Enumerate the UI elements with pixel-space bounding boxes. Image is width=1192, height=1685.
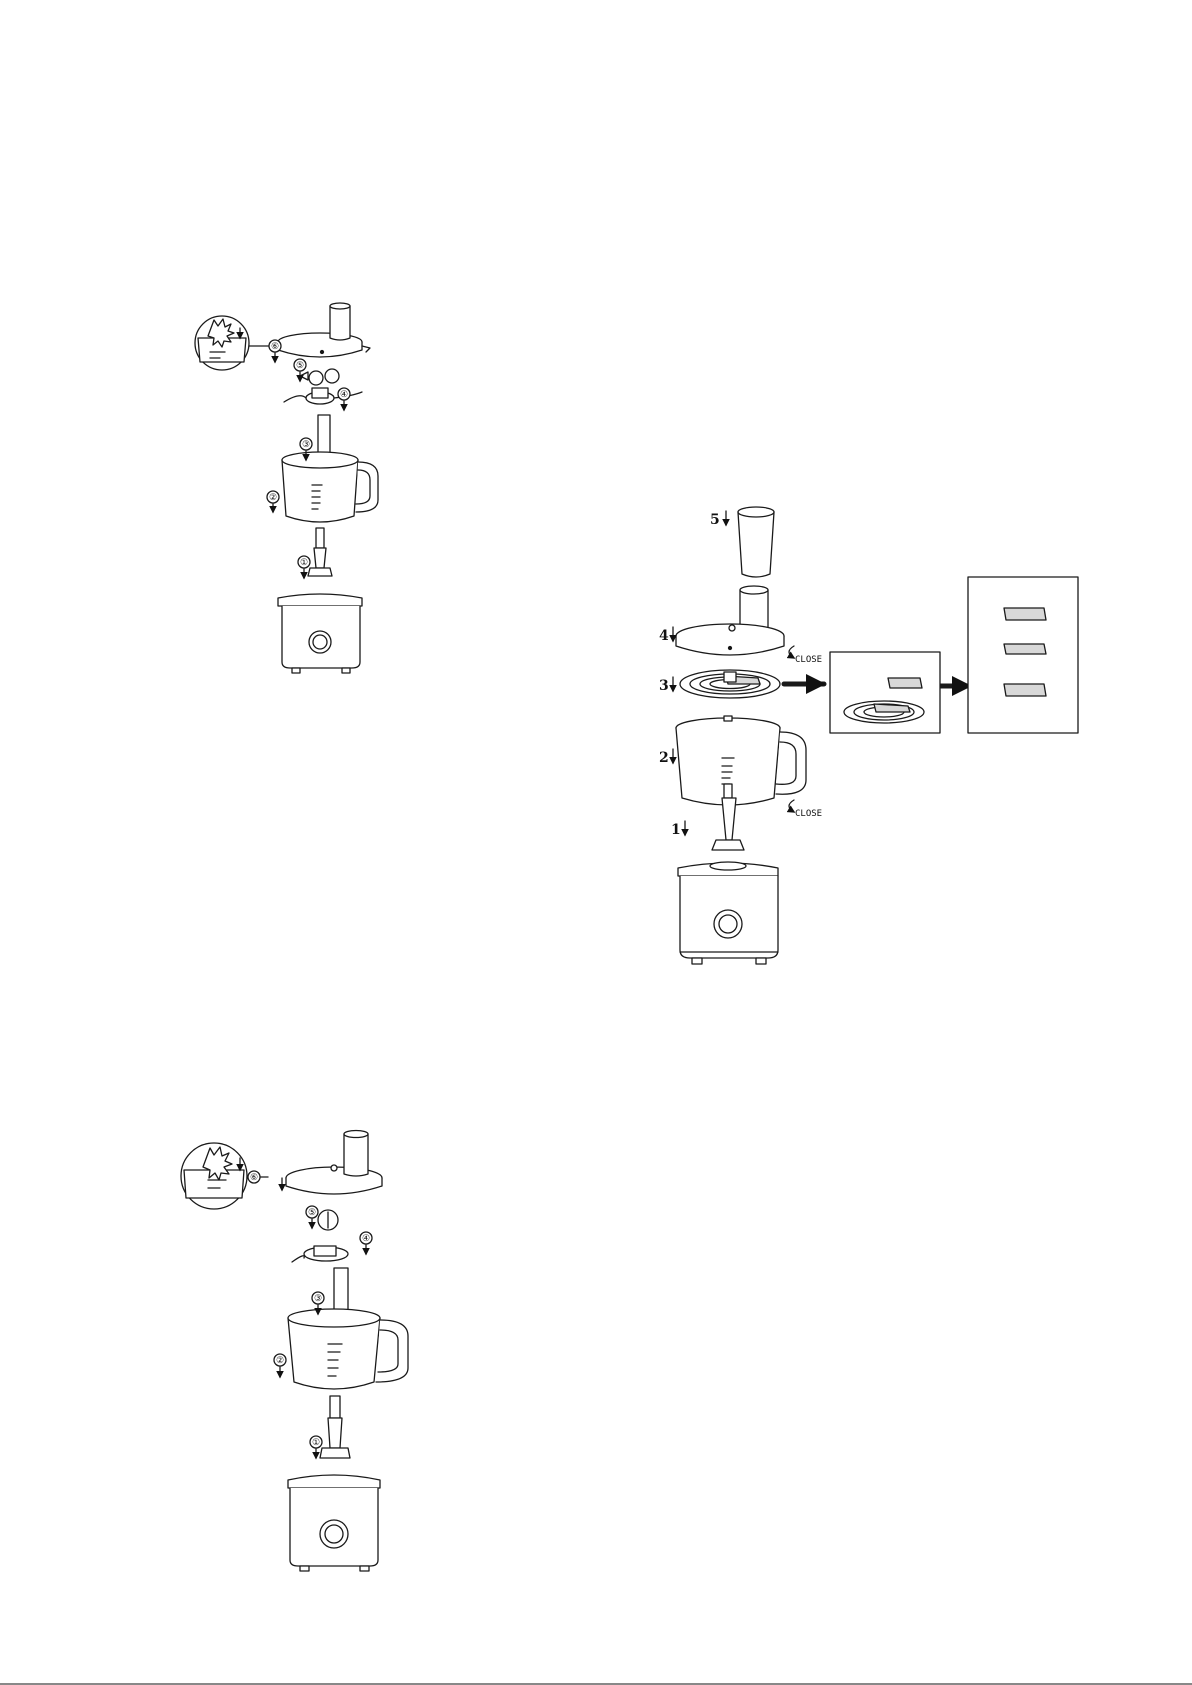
step-1-marker: 1 bbox=[671, 821, 685, 838]
work-bowl bbox=[676, 716, 806, 805]
blade-options-box bbox=[968, 577, 1078, 733]
step-4-marker: 4 bbox=[659, 627, 673, 644]
motor-base bbox=[288, 1475, 380, 1571]
close-label-bowl: CLOSE bbox=[795, 809, 822, 819]
step-6-label: ⑥ bbox=[250, 1173, 258, 1183]
close-label-lid: CLOSE bbox=[795, 655, 822, 665]
close-indicator-lid: CLOSE bbox=[789, 646, 822, 665]
step-3-label: ③ bbox=[302, 440, 310, 450]
step-4-label: ④ bbox=[362, 1234, 370, 1244]
slicing-disc bbox=[680, 670, 780, 698]
kneading-assembly-diagram: ① ② ③ ④ ⑤ bbox=[181, 1131, 408, 1572]
step-5-label: 5 bbox=[710, 512, 720, 528]
step-6-marker: ⑥ bbox=[248, 1171, 260, 1183]
lid-lock-inset bbox=[181, 1143, 247, 1209]
food-pusher bbox=[738, 507, 774, 577]
step-6-label: ⑥ bbox=[271, 342, 279, 352]
drive-shaft bbox=[308, 528, 332, 576]
kneading-accessory bbox=[318, 1210, 338, 1230]
motor-base bbox=[278, 594, 362, 673]
step-3-label: 3 bbox=[659, 678, 669, 694]
lid-lock-inset bbox=[195, 316, 249, 370]
step-3-marker: 3 bbox=[659, 677, 673, 694]
step-1-label: ① bbox=[300, 558, 308, 568]
disc-assembly-diagram: 5 4 3 2 1 CLOSE bbox=[659, 507, 1078, 964]
food-processor-base bbox=[678, 862, 778, 964]
dough-blade bbox=[292, 1246, 348, 1262]
close-indicator-bowl: CLOSE bbox=[789, 800, 822, 819]
step-4-marker: ④ bbox=[338, 388, 350, 410]
lid-with-feed-tube bbox=[676, 586, 784, 655]
lid bbox=[278, 303, 370, 357]
step-2-marker: 2 bbox=[659, 749, 673, 766]
step-1-label: ① bbox=[312, 1438, 320, 1448]
step-6-marker: ⑥ bbox=[269, 340, 281, 362]
lid bbox=[286, 1131, 382, 1195]
step-4-marker: ④ bbox=[360, 1232, 372, 1254]
step-5-label: ⑤ bbox=[308, 1208, 316, 1218]
disc-accessories bbox=[300, 369, 339, 385]
step-4-label: 4 bbox=[659, 628, 669, 644]
disc-detail-box bbox=[830, 652, 940, 733]
step-1-label: 1 bbox=[671, 822, 681, 838]
drive-shaft bbox=[320, 1396, 350, 1458]
step-3-label: ③ bbox=[314, 1294, 322, 1304]
bowl bbox=[288, 1268, 408, 1389]
bowl bbox=[282, 415, 378, 522]
step-2-label: ② bbox=[276, 1356, 284, 1366]
step-5-marker: 5 bbox=[710, 511, 726, 528]
step-4-label: ④ bbox=[340, 390, 348, 400]
step-2-label: 2 bbox=[659, 750, 669, 766]
step-5-label: ⑤ bbox=[296, 361, 304, 371]
step-2-marker: ② bbox=[274, 1354, 286, 1377]
blade-assembly-diagram: ① ② ③ ④ ⑤ bbox=[195, 303, 378, 673]
step-2-marker: ② bbox=[267, 491, 279, 512]
step-5-marker: ⑤ bbox=[306, 1206, 318, 1228]
step-2-label: ② bbox=[269, 493, 277, 503]
